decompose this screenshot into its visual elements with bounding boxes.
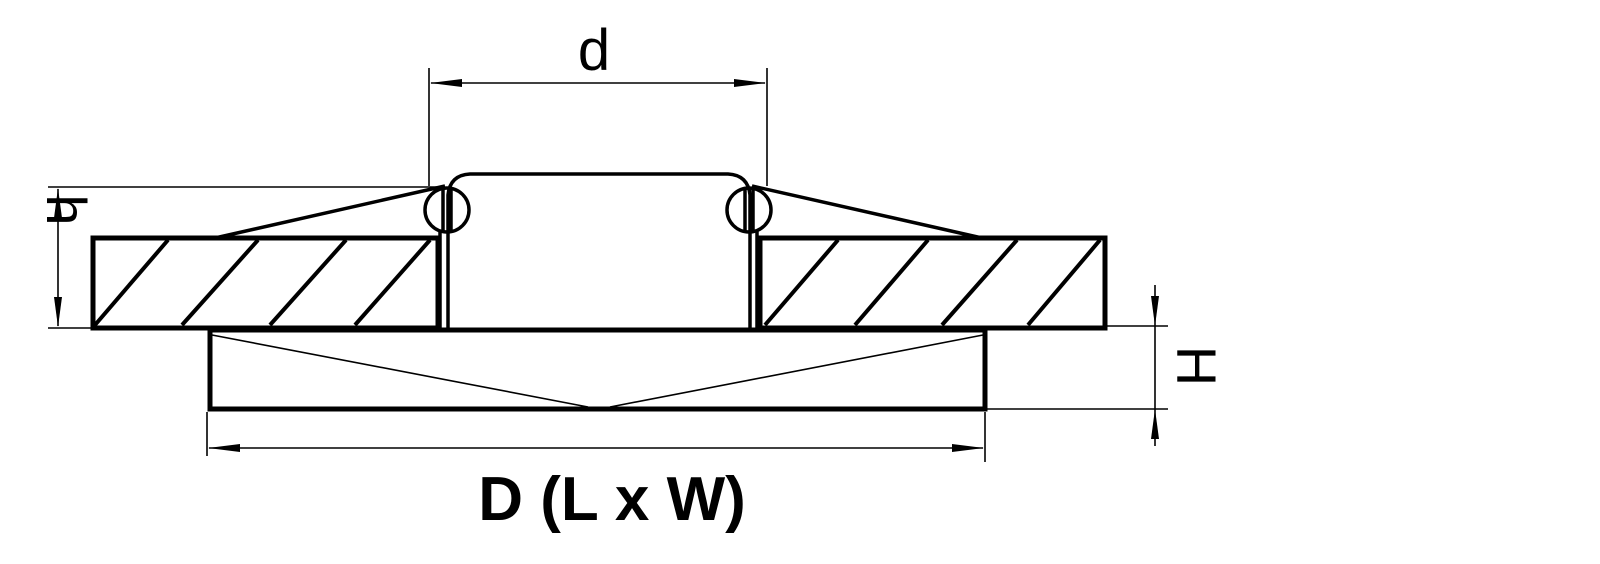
dimension-d-label: d xyxy=(578,18,610,83)
dimension-h xyxy=(48,186,445,329)
center-lamp-cup xyxy=(438,172,759,333)
right-flange-section xyxy=(757,235,1108,331)
dimension-D xyxy=(206,412,986,462)
dimension-D-label: D (L x W) xyxy=(478,465,746,534)
right-spring-clip xyxy=(725,184,983,240)
dimension-h-label: h xyxy=(35,194,98,225)
dimension-d xyxy=(428,68,768,186)
lower-housing xyxy=(207,327,988,412)
dimension-H-label: H xyxy=(1165,346,1228,386)
left-flange-section xyxy=(90,235,441,331)
dimension-H xyxy=(985,285,1168,446)
left-spring-clip xyxy=(214,184,471,240)
